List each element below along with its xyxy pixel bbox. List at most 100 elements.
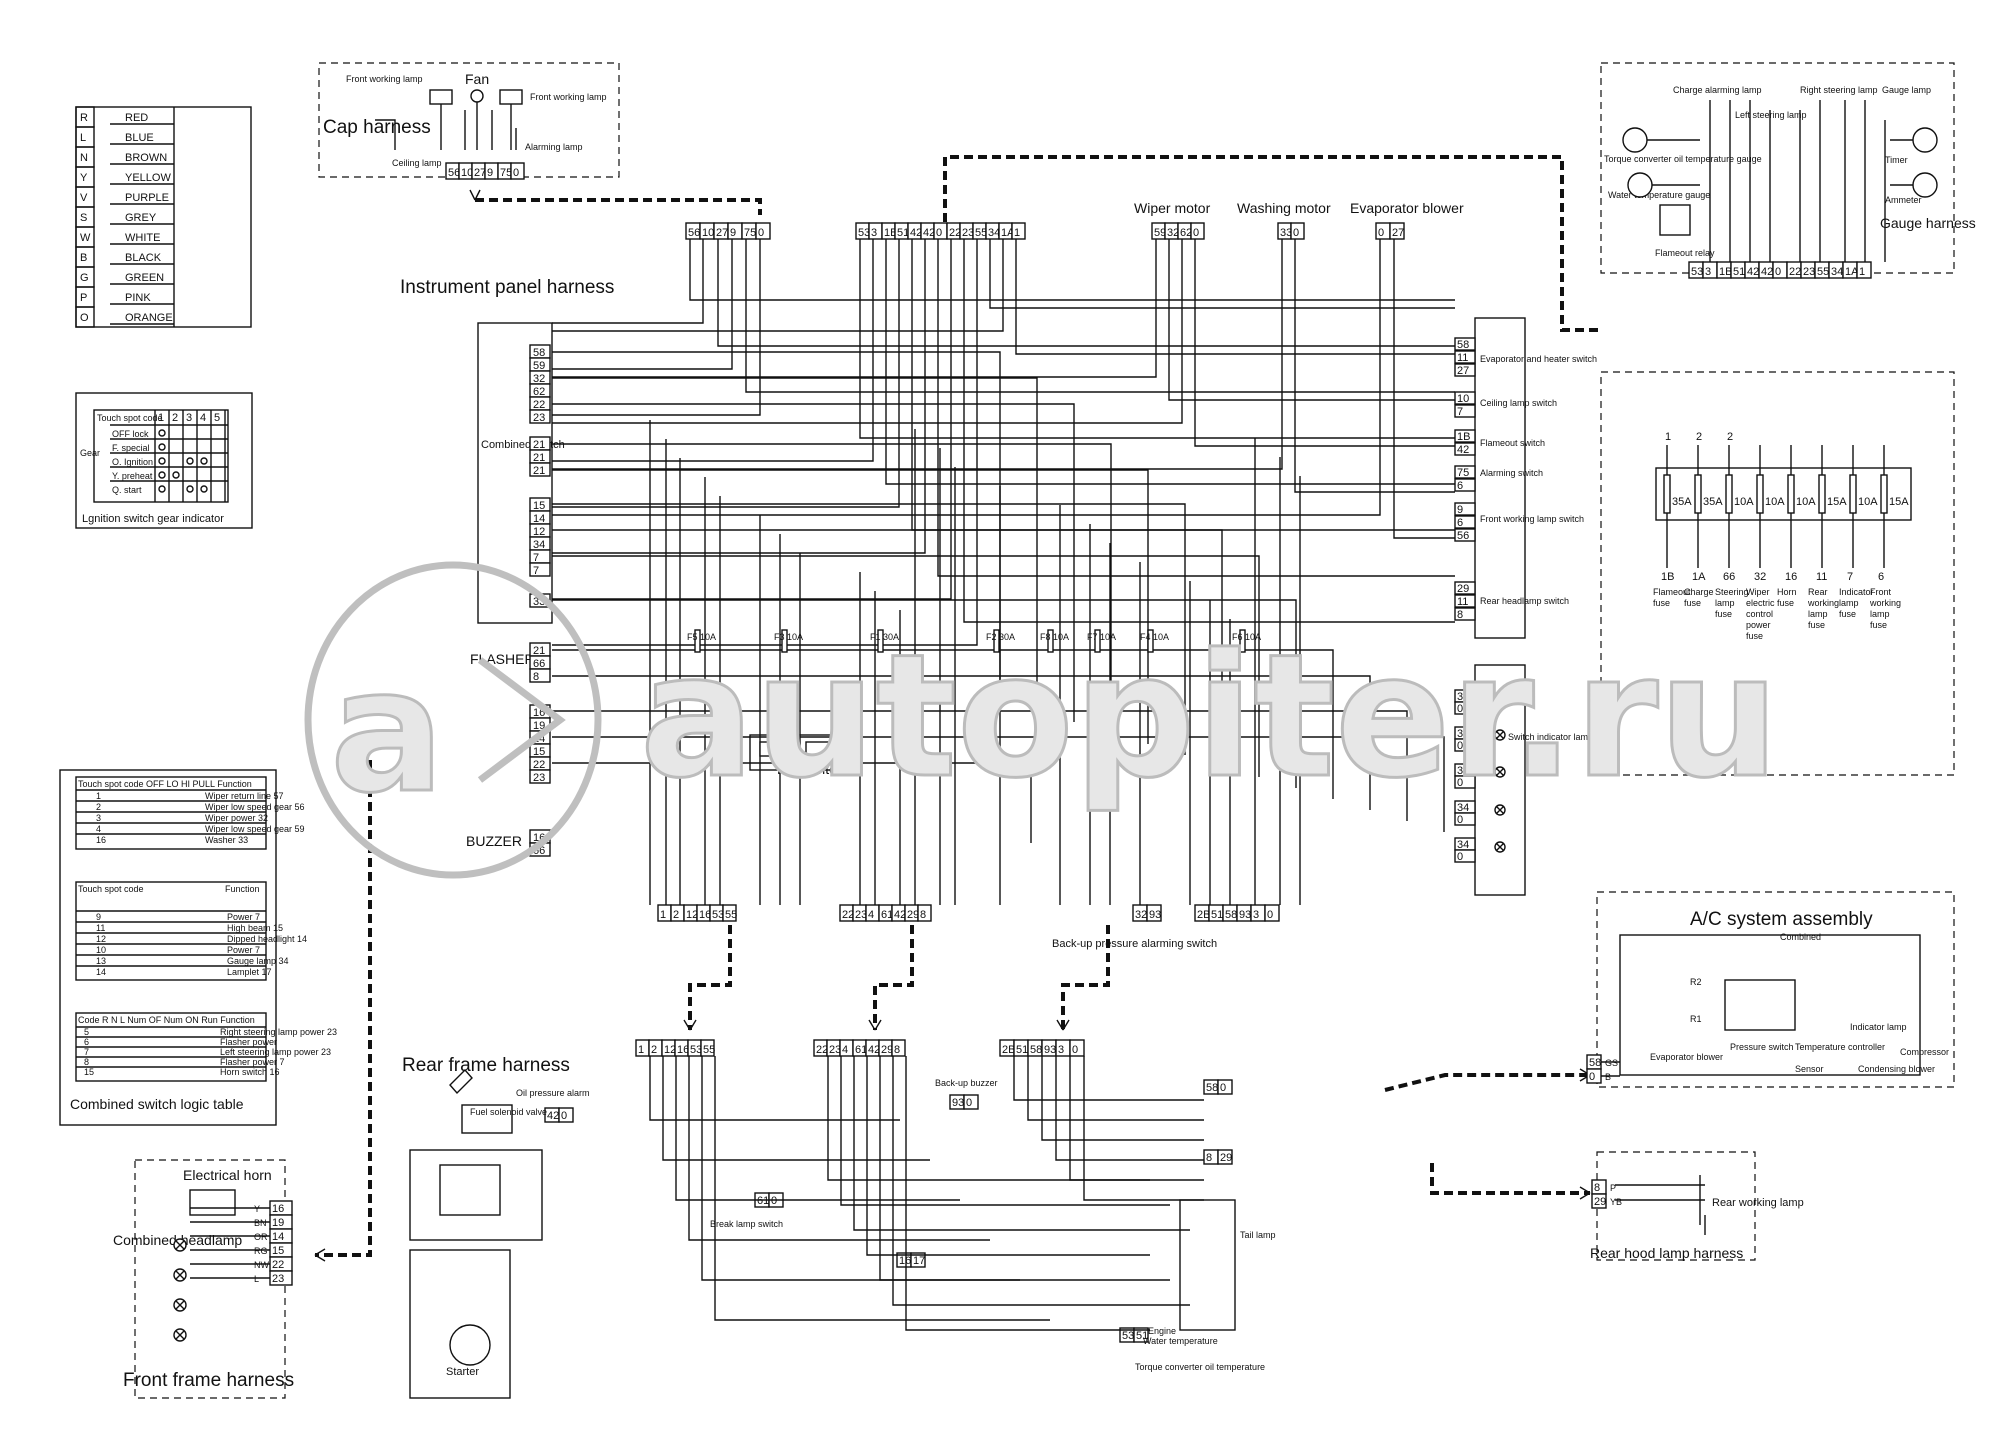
left-pin: 34	[533, 539, 545, 551]
left-pin: 12	[533, 526, 545, 538]
legend-code: G	[80, 272, 89, 284]
left-pin: 22	[533, 399, 545, 411]
buzzer-pin-cell	[963, 1094, 979, 1110]
oil-pin-pin: 0	[561, 1110, 567, 1122]
rear-b-pin: 4	[842, 1044, 848, 1056]
fuse-body	[694, 629, 701, 653]
top-d-pin: 33	[1280, 227, 1292, 239]
logic-t2-code: 14	[96, 967, 106, 977]
horn-pin-cell	[910, 1252, 926, 1268]
left-pin: 58	[533, 347, 545, 359]
fuse-body	[1094, 629, 1101, 653]
ac-label: Evaporator blower	[1650, 1052, 1723, 1062]
top-b-pin: 34	[988, 227, 1000, 239]
fuse-body	[993, 629, 1000, 653]
fuse-body	[1047, 629, 1054, 653]
fusebox-name: fuse	[1808, 620, 1825, 630]
right-pin-cell	[1454, 775, 1476, 789]
front-pin-pin: 23	[272, 1273, 284, 1285]
harness-wire	[552, 555, 1260, 777]
ignition-dot	[158, 457, 166, 465]
fuse-label: F6 10A	[1232, 632, 1261, 642]
rear-out-pin: 58	[1206, 1082, 1218, 1094]
ac-label: Compressor	[1900, 1047, 1949, 1057]
harness-wire	[552, 239, 1157, 378]
gauge-pin: 42	[1747, 266, 1759, 278]
front-frame-title: Front frame harness	[123, 1370, 294, 1391]
fusebox-fuse	[1725, 474, 1733, 514]
ignition-dot	[158, 485, 166, 493]
bottom-d-pin: 58	[1225, 909, 1237, 921]
rear-wire	[662, 1056, 930, 1161]
gauge-label: Flameout relay	[1655, 248, 1715, 258]
right-pin-cell	[1454, 442, 1476, 456]
top-b-pin: 55	[975, 227, 987, 239]
top-a-cell	[755, 222, 771, 240]
cap-pin: 56	[448, 167, 460, 179]
buzzer-pin-pin: 93	[952, 1097, 964, 1109]
indicator-cross	[1495, 805, 1505, 815]
fusebox-name: lamp	[1870, 609, 1890, 619]
fuse-label: F2 30A	[986, 632, 1015, 642]
ignition-dot	[158, 471, 166, 479]
harness-wire	[552, 762, 1032, 843]
bottom-c-pin: 32	[1135, 909, 1147, 921]
backup-switch-label: Back-up pressure alarming switch	[1052, 938, 1217, 950]
logic-t1-func: Wiper low speed gear 59	[205, 824, 305, 834]
ignition-switch-table: Touch spot code Gear Lgnition switch gea…	[75, 392, 253, 529]
fusebox-name: fuse	[1746, 631, 1763, 641]
legend-code: R	[80, 112, 88, 124]
legend-code: L	[80, 132, 86, 144]
cap-pin: 9	[487, 167, 493, 179]
bottom-b-pin: 42	[894, 909, 906, 921]
bottom-a-pin: 53	[712, 909, 724, 921]
water-temp-label: Water temperature	[1143, 1336, 1218, 1346]
right-pin: 6	[1457, 480, 1463, 492]
logic-t1-code: 2	[96, 802, 101, 812]
left-pin-cell	[529, 462, 551, 477]
harness-wire	[552, 239, 1381, 516]
right-pin: 56	[1457, 530, 1469, 542]
side-switch-label: Flameout switch	[1480, 438, 1545, 448]
left-pin: 21	[533, 439, 545, 451]
legend-code: N	[80, 152, 88, 164]
fusebox-rating: 10A	[1734, 496, 1754, 508]
right-pin: 34	[1457, 728, 1469, 740]
hood-pin-cell	[1591, 1193, 1607, 1209]
logic-table: Combined switch logic table Touch spot c…	[59, 769, 337, 1126]
fusebox-name: fuse	[1684, 598, 1701, 608]
key-switch: Key switch	[749, 734, 844, 777]
fusebox-name: Indicator	[1839, 587, 1874, 597]
harness-wire	[552, 529, 1223, 766]
harness-wire	[552, 239, 704, 324]
fusebox-name: fuse	[1870, 620, 1887, 630]
starter-label: Starter	[446, 1366, 479, 1378]
bottom-b-cell	[917, 904, 932, 922]
right-pin-cell	[1454, 502, 1476, 516]
right-pin-cell	[1454, 337, 1476, 351]
fusebox-number: 32	[1754, 571, 1766, 583]
oil-pin-cell	[558, 1107, 574, 1123]
hood-wire: YB	[1610, 1197, 1622, 1207]
indicator-cross	[1495, 767, 1505, 777]
top-b-pin: 3	[871, 227, 877, 239]
right-pin: 58	[1457, 339, 1469, 351]
fusebox-name: fuse	[1653, 598, 1670, 608]
gauge-pin: 3	[1705, 266, 1711, 278]
ignition-row: OFF lock	[112, 429, 149, 439]
wiper-motor-label: Wiper motor	[1134, 200, 1211, 216]
ignition-dot	[158, 443, 166, 451]
ac-label: Combined	[1780, 932, 1821, 942]
fusebox-rating: 10A	[1796, 496, 1816, 508]
logic-t2-code: 11	[96, 923, 105, 933]
rear-wire	[879, 1056, 1170, 1281]
harness-wire	[552, 503, 1186, 755]
bottom-c-cell	[1146, 904, 1162, 922]
gauge-pin: 51	[1733, 266, 1745, 278]
harness-wire	[717, 239, 1455, 347]
fusebox-name: fuse	[1715, 609, 1732, 619]
fusebox-name: power	[1746, 620, 1771, 630]
right-pin: 0	[1457, 777, 1463, 789]
top-a-pin: 9	[730, 227, 736, 239]
right-pin: 42	[1457, 444, 1469, 456]
